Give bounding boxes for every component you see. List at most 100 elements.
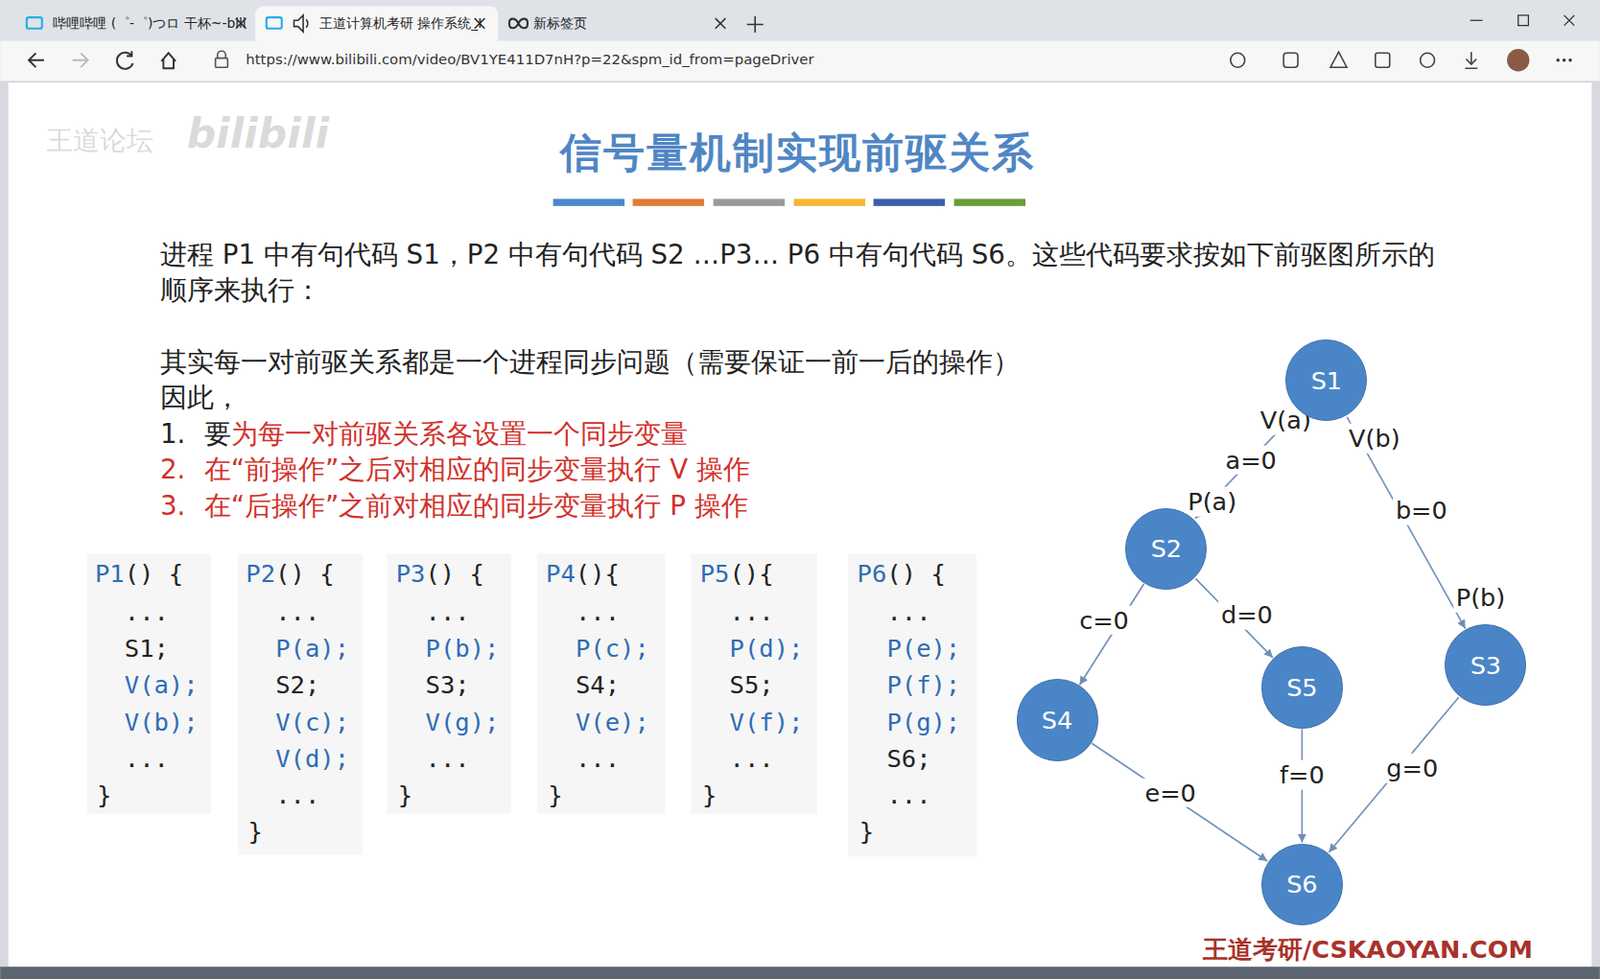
code-name: P3 [396,559,426,589]
tab-icon [266,17,283,29]
toolbar [0,41,1600,83]
body-text: 因此， [160,381,241,414]
code-panel [87,554,212,815]
node-text: S5 [1286,673,1318,703]
speaker-icon [293,15,307,32]
lock-icon [217,50,227,58]
title-bar [553,198,625,206]
code-panel [537,554,666,815]
operation-label: V(b) [1345,423,1404,454]
node-text: S3 [1470,651,1502,681]
list-text: 要 [204,419,232,451]
code-line: (){ [729,559,774,589]
code-line: V(b); [124,706,199,737]
code-line: ... [275,779,320,810]
title-bar [713,198,785,206]
list-number: 2. [160,454,186,487]
list-text: 在“前操作”之后对相应的同步变量执行 V 操作 [204,454,751,487]
code-line: () { [275,559,334,589]
code-line: P(e); [886,634,961,664]
slide-ground [8,82,1593,967]
semaphore-label: e=0 [1141,777,1199,808]
title-bar [794,198,866,206]
node-text: S6 [1286,870,1318,899]
minimize-icon [1470,20,1483,22]
code-line: P(d); [729,634,804,664]
code-line: ... [124,597,169,628]
code-line: ... [425,597,471,628]
code-line: } [859,816,874,847]
body-text: 进程 P1 中有句代码 S1，P2 中有句代码 S2 …P3… P6 中有句代码… [160,236,1446,308]
profile-avatar [1506,48,1530,71]
process-circle: S5 [1261,646,1343,729]
code-line: V(f); [729,706,804,737]
code-line: () { [424,559,484,589]
menu-dot [1556,58,1560,62]
code-line: } [247,816,262,847]
title-bar [954,198,1026,206]
code-name: P2 [245,559,276,589]
code-line: } [398,779,413,810]
code-line: ... [575,743,620,774]
precedence-arrow [1328,697,1459,853]
bottom-strip [0,966,1600,979]
tab-title: 哔哩哔哩 (゜-゜)つロ 干杯~-bili [52,15,246,32]
semaphore-label: b=0 [1392,495,1451,526]
code-line: P(a); [275,634,350,664]
semaphore-label: d=0 [1218,600,1276,631]
code-line: ... [124,743,169,774]
code-line: S1; [124,634,169,664]
window-close-icon [1564,15,1576,26]
menu-dot [1562,58,1566,62]
toolbar-icon [1420,52,1436,68]
refresh-icon [117,50,134,70]
code-line: S3; [425,670,471,701]
semaphore-label: a=0 [1223,445,1280,475]
semaphore-label: c=0 [1076,605,1132,636]
code-line: V(d); [275,743,350,774]
code-line: } [96,779,112,810]
back-icon [28,52,45,68]
code-line: ... [729,743,775,774]
process-circle: S6 [1261,844,1343,926]
code-name: P6 [857,559,888,589]
tab-icon [509,19,528,29]
code-panel [237,554,363,856]
code-line: () { [886,559,945,589]
code-line: ... [729,597,775,628]
home-icon [161,52,176,69]
node-text: S1 [1311,366,1342,396]
process-circle: S3 [1444,624,1527,706]
tab-strip [0,0,1600,42]
code-line: ... [425,743,471,774]
address-url: https://www.bilibili.com/video/BV1YE411D… [245,51,814,70]
semaphore-label: f=0 [1276,760,1328,791]
code-line: V(a); [124,670,199,701]
code-panel [386,554,512,815]
list-number: 3. [160,490,186,522]
lock-icon [215,58,229,69]
code-line: P(g); [886,706,961,737]
code-panel [847,554,977,858]
code-line: ... [575,597,620,628]
code-line: (){ [575,559,620,589]
toolbar-icon [1375,52,1390,68]
active-tab [255,5,498,45]
code-line: P(f); [886,670,961,701]
toolbar-icon [1330,51,1347,68]
code-line: S5; [729,670,775,701]
code-line: S4; [575,670,620,701]
toolbar-border [0,81,1600,83]
title-bar [873,198,945,206]
code-line: P(c); [575,634,650,664]
code-line: V(c); [275,706,350,737]
watermark: 王道考研/CSKAOYAN.COM [1202,935,1533,965]
code-name: P5 [700,559,730,589]
menu-dot [1568,58,1572,62]
toolbar-icon [1283,52,1298,68]
toolbar-icon [1230,52,1246,68]
operation-label: P(a) [1184,487,1240,518]
process-circle: S2 [1125,508,1207,590]
maximize-icon [1518,15,1530,26]
code-line: V(g); [425,706,500,737]
